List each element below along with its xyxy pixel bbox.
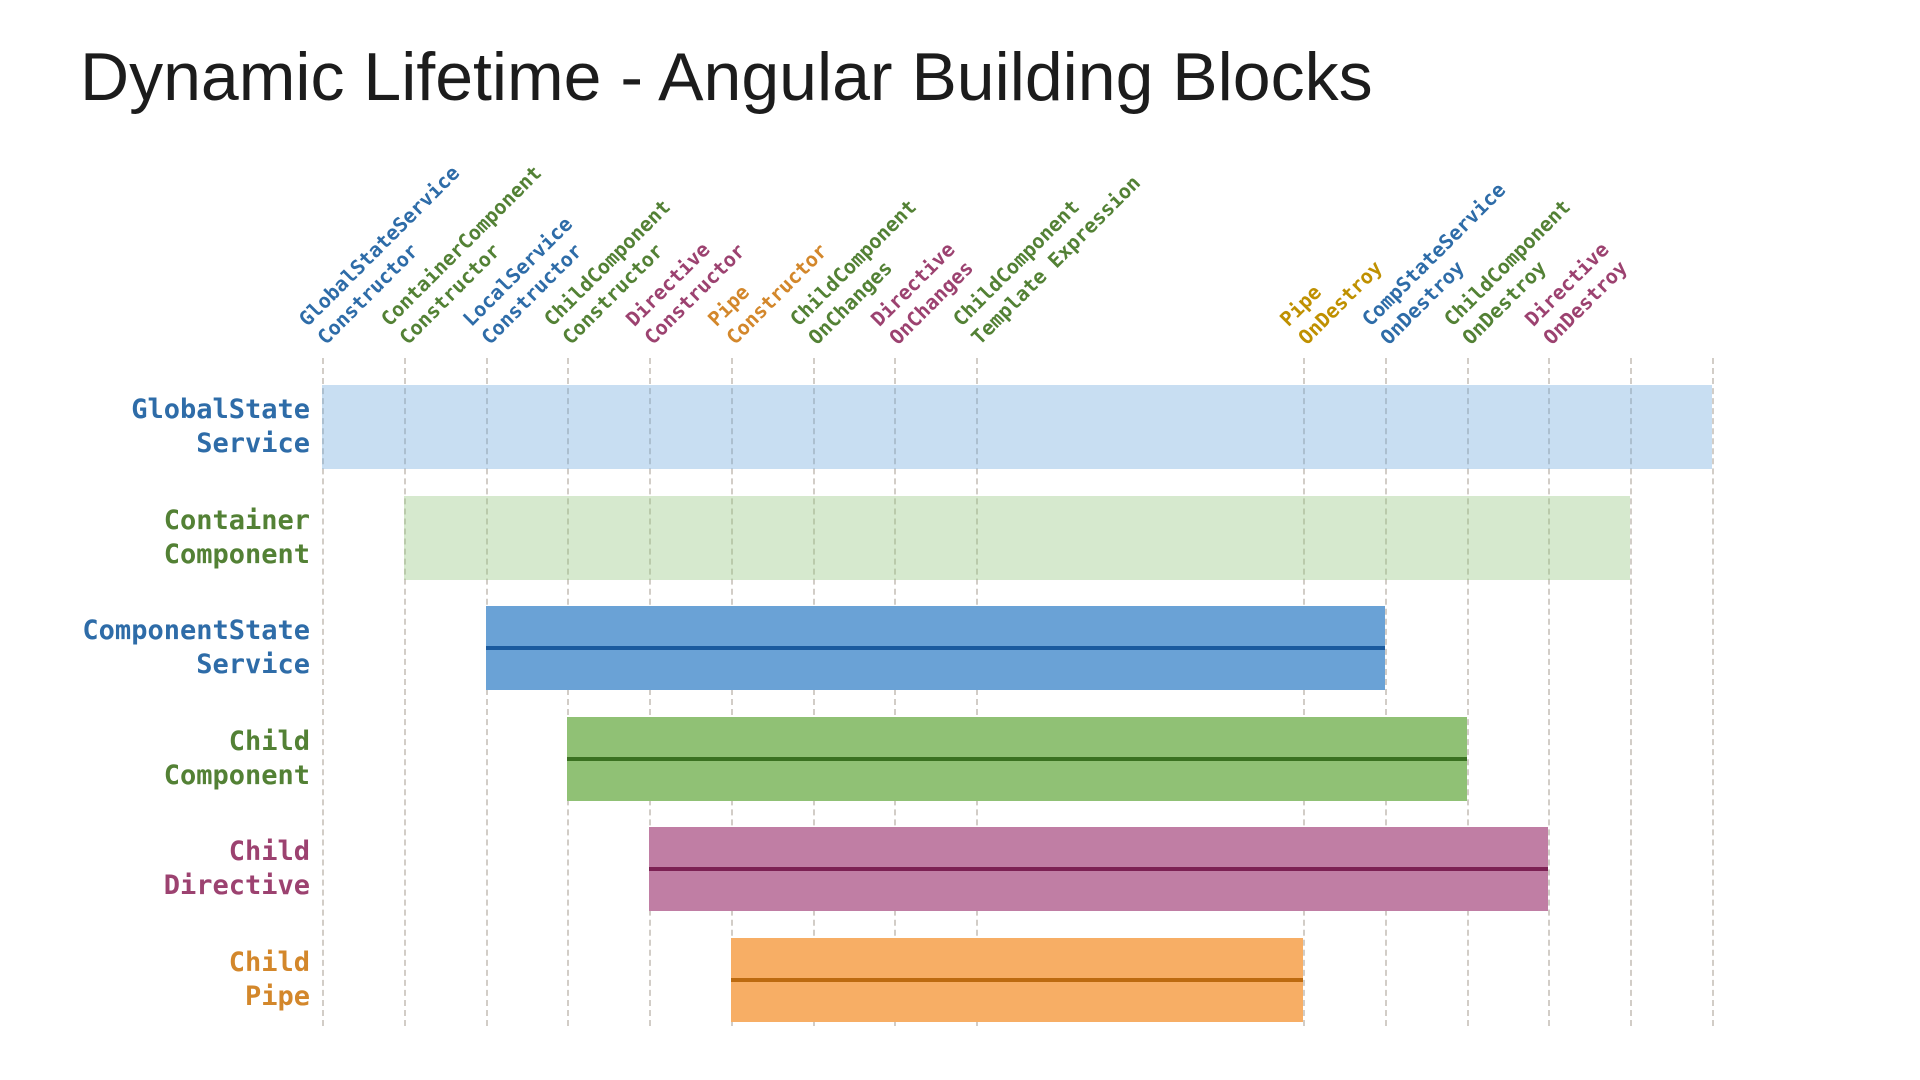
row-label-container-component: Container Component <box>163 504 310 570</box>
gridline <box>1466 358 1469 1026</box>
gridline <box>567 358 570 1026</box>
gridline <box>976 358 979 1026</box>
gridline <box>1548 358 1551 1026</box>
lifetime-bar-container-component <box>403 495 1631 580</box>
lifetime-bar-component-state-service <box>485 606 1385 690</box>
row-label-child-pipe: Child Pipe <box>228 946 310 1012</box>
gridline <box>485 358 488 1026</box>
x-axis-tick-label: Pipe OnDestroy <box>1275 255 1388 350</box>
gridline <box>403 358 406 1026</box>
gridline <box>649 358 652 1026</box>
lifetime-bar-child-directive <box>649 827 1549 911</box>
x-axis-tick-label: ChildComponent Template Expression <box>948 170 1146 350</box>
lifetime-bar-child-pipe <box>730 937 1304 1022</box>
lifetime-bar-child-component <box>567 716 1467 801</box>
bar-midline-child-directive <box>649 867 1549 871</box>
row-label-component-state-service: ComponentState Service <box>82 615 310 680</box>
row-label-child-component: Child Component <box>163 725 310 791</box>
gridline <box>1630 358 1633 1026</box>
chart-title: Dynamic Lifetime - Angular Building Bloc… <box>80 39 1373 115</box>
gridline <box>730 358 733 1026</box>
bar-midline-child-pipe <box>730 977 1304 982</box>
gridline <box>1711 358 1714 1026</box>
gridline <box>1303 358 1306 1026</box>
gridline <box>1384 358 1387 1026</box>
row-label-global-state-service: GlobalState Service <box>131 394 310 459</box>
gridline <box>894 358 897 1026</box>
row-label-child-directive: Child Directive <box>163 836 310 901</box>
lifetime-bar-global-state-service <box>322 385 1712 469</box>
bar-midline-child-component <box>567 756 1467 761</box>
gridline <box>322 358 324 1026</box>
gridline <box>812 358 815 1026</box>
bar-midline-component-state-service <box>485 646 1385 650</box>
